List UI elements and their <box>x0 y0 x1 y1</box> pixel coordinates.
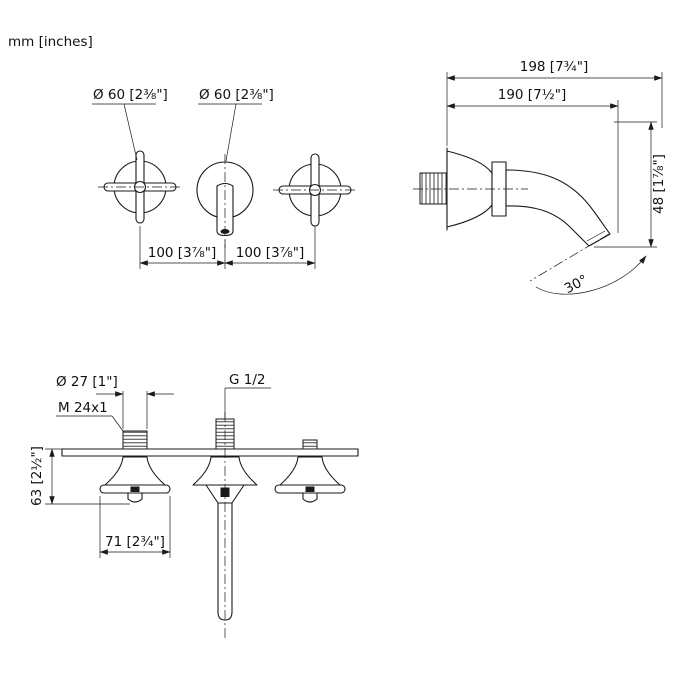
dim-center-distance-right: 100 [3⅞"] <box>236 245 304 261</box>
spout-body <box>505 169 611 247</box>
plan-right-handle <box>274 456 346 503</box>
dim-length-to-outlet: 190 [7½"] <box>498 87 566 103</box>
plan-left-handle <box>99 456 171 503</box>
dim-stem-diameter: Ø 27 [1"] <box>56 374 118 390</box>
aerator-line <box>586 230 606 242</box>
dim-thread: M 24x1 <box>58 400 108 416</box>
dim-drop-height: 48 [1⅞"] <box>651 154 667 214</box>
angle-reference-line <box>529 233 610 282</box>
plan-view: Ø 27 [1"] M 24x1 G 1/2 63 [2½"] 71 [2¾"] <box>29 372 359 640</box>
mounting-plate <box>61 448 359 457</box>
dim-depth: 63 [2½"] <box>29 446 45 506</box>
angle-arc <box>535 255 647 295</box>
handle-thread-stub <box>302 439 318 450</box>
dim-handle-diameter: Ø 60 [2⅜"] <box>93 87 168 103</box>
leader-line <box>225 103 237 162</box>
leader-line <box>123 103 138 161</box>
dim-length-total: 198 [7¾"] <box>520 59 588 75</box>
leader-line <box>111 415 124 432</box>
dim-outlet-angle: 30° <box>562 272 591 297</box>
dim-handle-width: 71 [2¾"] <box>105 534 165 550</box>
handle-spoke-end <box>130 486 140 492</box>
dim-spout-diameter: Ø 60 [2⅜"] <box>199 87 274 103</box>
front-view: Ø 60 [2⅜"] Ø 60 [2⅜"] 100 [3⅞"] 100 [3⅞"… <box>92 87 357 269</box>
dim-center-distance-left: 100 [3⅞"] <box>148 245 216 261</box>
units-label: mm [inches] <box>8 34 93 50</box>
handle-spoke-end <box>305 486 315 492</box>
side-view: 198 [7¾"] 190 [7½"] 48 [1⅞"] 30° <box>413 59 667 297</box>
dim-connection-thread: G 1/2 <box>229 372 265 388</box>
handle-thread-stem <box>122 430 148 450</box>
wall-thread-nipple <box>419 172 448 205</box>
